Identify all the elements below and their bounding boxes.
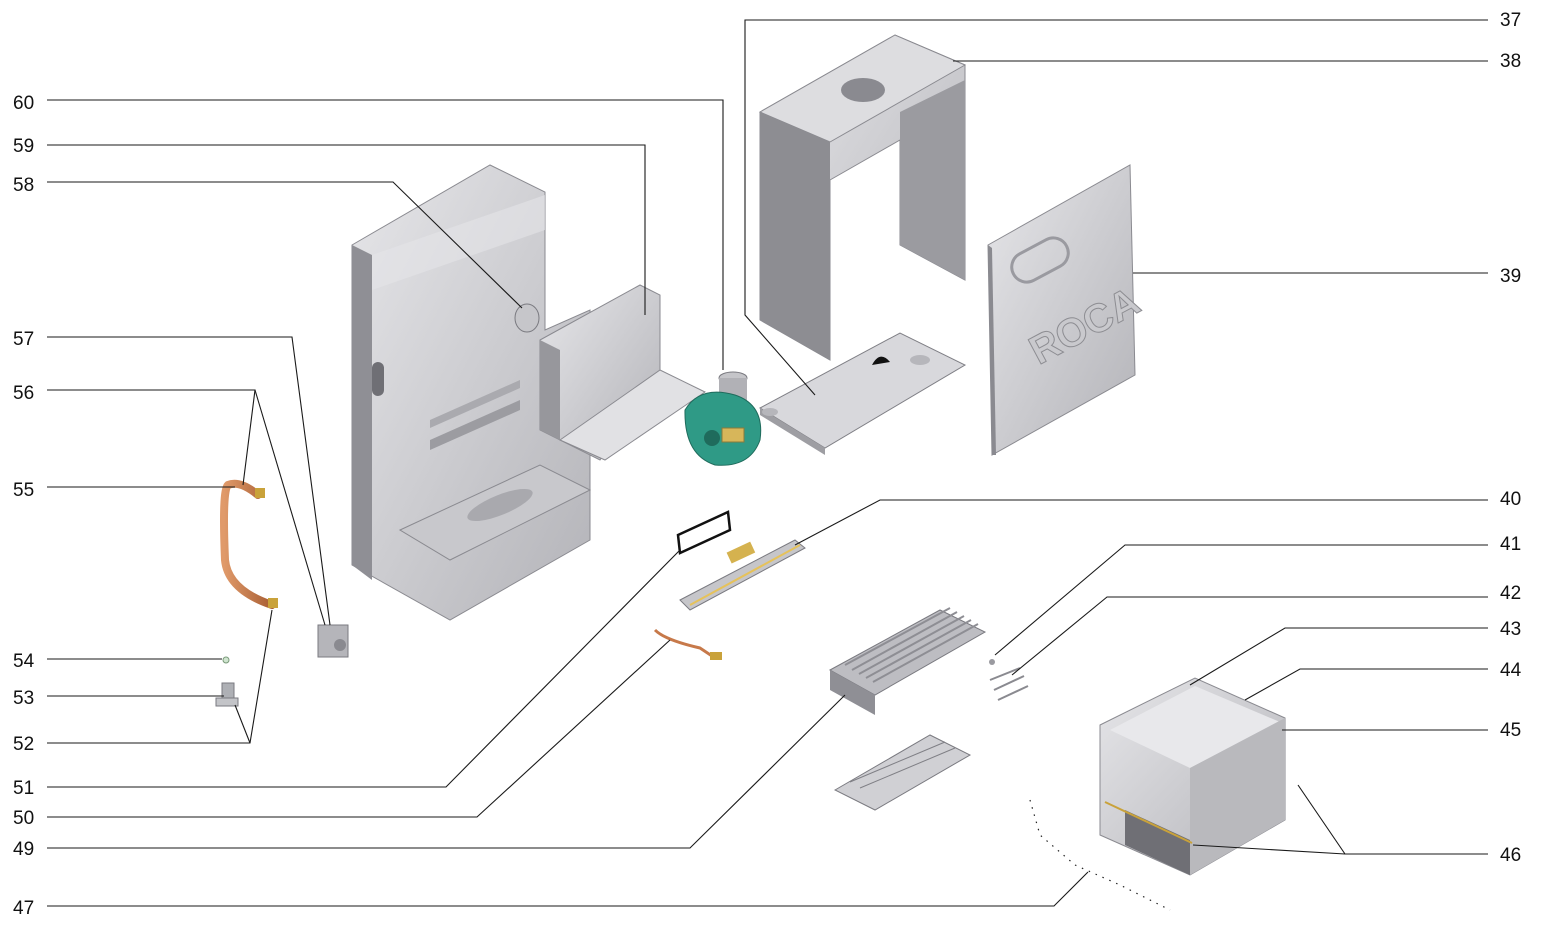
leader-47 [47,871,1089,907]
leader-52a [47,609,273,744]
label-50: 50 [13,808,34,829]
leader-40 [794,499,1488,546]
leader-52b [234,704,251,744]
part-number-labels: 37 38 39 40 41 42 43 44 45 46 47 49 50 5… [13,10,1522,919]
fan-hood-part [539,284,706,461]
label-57: 57 [13,329,34,350]
leader-59 [47,144,646,315]
leader-42 [1011,596,1488,676]
label-40: 40 [1500,489,1521,510]
label-53: 53 [13,688,34,709]
leader-44 [1244,668,1488,701]
leader-49 [47,694,846,849]
fan-part [684,371,762,466]
label-43: 43 [1500,619,1521,640]
label-38: 38 [1500,51,1521,72]
front-panel-part: ROCA [987,164,1147,456]
label-37: 37 [1500,10,1521,31]
label-58: 58 [13,175,34,196]
label-47: 47 [13,898,34,919]
heat-exchanger-part [828,607,987,715]
electrode-part [989,659,1029,701]
burner-grid-part [833,734,972,811]
top-casing-part [758,34,967,361]
label-51: 51 [13,778,34,799]
leader-60 [47,99,724,370]
gas-pipe-part [653,628,722,660]
label-41: 41 [1500,534,1521,555]
leader-43 [1189,627,1488,686]
leader-50 [47,639,671,818]
label-39: 39 [1500,266,1521,287]
burner-manifold-part [679,539,806,611]
copper-pipe-part [220,479,278,609]
label-59: 59 [13,136,34,157]
leader-58 [47,181,523,309]
dotted-outline-47 [1029,799,1171,911]
leader-56a [47,389,256,486]
label-52: 52 [13,734,34,755]
fitting-part [215,656,239,707]
gasket-part [676,510,732,555]
leader-56b [254,389,326,626]
base-plate-part [758,332,967,455]
back-frame-part [351,164,592,621]
leader-37 [744,19,1488,396]
label-42: 42 [1500,583,1521,604]
gas-valve-part [317,624,349,658]
label-45: 45 [1500,720,1521,741]
label-60: 60 [13,93,34,114]
label-55: 55 [13,480,34,501]
leader-57 [47,336,331,626]
leader-46a [1297,784,1488,855]
leader-46b [1192,844,1346,855]
label-49: 49 [13,839,34,860]
leader-41 [994,544,1488,656]
leader-51 [47,549,681,788]
label-56: 56 [13,383,34,404]
label-46: 46 [1500,845,1521,866]
combustion-chamber-part [1099,677,1286,876]
label-54: 54 [13,651,35,672]
label-44: 44 [1500,660,1522,681]
leader-lines [47,19,1488,911]
